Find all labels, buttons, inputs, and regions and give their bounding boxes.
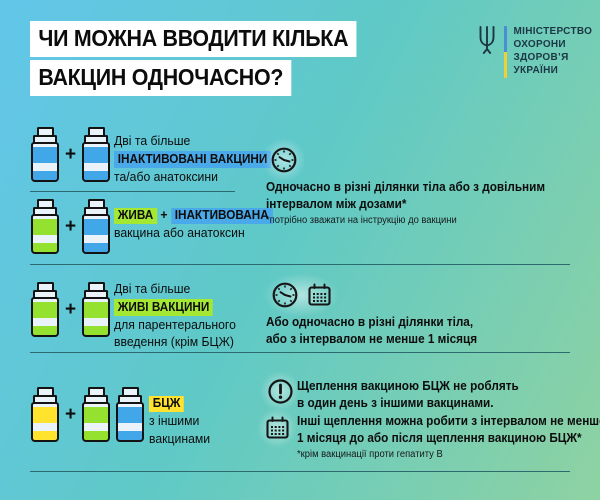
answer-line: Одночасно в різні ділянки тіла або з дов… — [266, 180, 546, 194]
answer-line: в один день з іншими вакцинами. — [297, 395, 494, 410]
vaccine-vial-green — [30, 282, 60, 337]
bcg-interval-answer: Інші щеплення можна робити з інтервалом … — [297, 413, 600, 446]
vaccine-vial-blue — [81, 127, 111, 182]
label-line: та/або анатоксини — [114, 168, 218, 184]
ministry-line: ОХОРОНИ — [513, 39, 566, 50]
clock-icon-halo — [261, 137, 307, 183]
warning-icon-halo — [259, 370, 301, 412]
inactivated-highlight: ІНАКТИВОВАНІ ВАКЦИНИ — [114, 151, 272, 168]
live-vials-group: + — [30, 282, 111, 337]
simultaneous-answer: Одночасно в різні ділянки тіла або з дов… — [266, 179, 545, 212]
vaccine-vial-green — [81, 387, 111, 442]
label-line: ЖИВІ ВАКЦИНИ — [114, 298, 236, 316]
answer-line: інтервалом між дозами* — [266, 196, 407, 211]
vaccine-vial-blue — [115, 387, 145, 442]
label-line: вакцинами — [149, 430, 211, 446]
plus-separator: + — [160, 207, 168, 222]
inactivated-highlight: ІНАКТИВОВАНА — [170, 207, 273, 224]
flag-divider — [504, 26, 507, 78]
vaccine-vial-blue — [81, 199, 111, 254]
vaccine-vial-blue — [30, 127, 60, 182]
label-line: Дві та більше — [114, 133, 191, 148]
clock-calendar-halo — [261, 272, 341, 318]
label-line: БЦЖ — [149, 394, 210, 412]
plus-sign: + — [65, 404, 77, 425]
vaccine-vial-green — [81, 282, 111, 337]
answer-line: 1 місяця до або після щеплення вакциною … — [297, 430, 582, 445]
exclamation-icon — [267, 378, 293, 404]
bcg-vials-group: + — [30, 387, 145, 442]
bcg-label: БЦЖ з іншими вакцинами — [149, 394, 210, 447]
answer-line: Щеплення вакциною БЦЖ не роблять — [297, 379, 519, 393]
label-line: ЖИВА + ІНАКТИВОВАНА — [114, 206, 273, 224]
label-line: ІНАКТИВОВАНІ ВАКЦИНИ — [114, 150, 272, 168]
left-column-divider — [30, 191, 235, 192]
live-inactivated-label: ЖИВА + ІНАКТИВОВАНА вакцина або анатокси… — [114, 206, 273, 242]
live-vaccines-answer: Або одночасно в різні ділянки тіла, або … — [266, 314, 477, 347]
live-inactivated-vials-group: + — [30, 199, 111, 254]
instruction-note: *потрібно зважати на інструкцію до вакци… — [266, 215, 457, 226]
live-vaccines-label: Дві та більше ЖИВІ ВАКЦИНИ для парентера… — [114, 280, 236, 351]
ministry-line: МІНІСТЕРСТВО — [513, 26, 593, 37]
plus-sign: + — [65, 216, 77, 237]
ministry-name: МІНІСТЕРСТВО ОХОРОНИ ЗДОРОВ’Я УКРАЇНИ — [514, 25, 593, 77]
clock-icon — [272, 282, 297, 308]
answer-line: Інші щеплення можна робити з інтервалом … — [297, 414, 600, 428]
live-vaccines-highlight: ЖИВІ ВАКЦИНИ — [114, 299, 214, 316]
live-highlight: ЖИВА — [114, 207, 157, 224]
label-line: Дві та більше — [114, 281, 191, 296]
bcg-highlight: БЦЖ — [149, 395, 185, 412]
vaccine-vial-green — [30, 199, 60, 254]
trident-icon — [479, 26, 495, 54]
ministry-line: УКРАЇНИ — [513, 65, 559, 76]
label-line: введення (крім БЦЖ) — [114, 334, 234, 349]
label-line: для парентерального — [114, 316, 236, 332]
label-line: вакцина або анатоксин — [114, 225, 245, 240]
inactivated-vaccines-label: Дві та більше ІНАКТИВОВАНІ ВАКЦИНИ та/аб… — [114, 132, 272, 185]
plus-sign: + — [65, 299, 77, 320]
bcg-same-day-answer: Щеплення вакциною БЦЖ не роблять в один … — [297, 378, 519, 411]
ministry-line: ЗДОРОВ’Я — [513, 52, 569, 63]
section-divider — [30, 264, 570, 265]
clock-icon — [271, 147, 297, 173]
calendar-icon — [307, 283, 331, 306]
section-divider — [30, 352, 570, 353]
inactivated-vials-group: + — [30, 127, 111, 182]
section-divider — [30, 471, 570, 472]
hepatitis-note: *крім вакцинації проти гепатиту В — [297, 449, 443, 460]
plus-sign: + — [65, 144, 77, 165]
page-title: ЧИ МОЖНА ВВОДИТИ КІЛЬКА ВАКЦИН ОДНОЧАСНО… — [30, 21, 381, 99]
calendar-icon — [265, 416, 289, 439]
title-line-1: ЧИ МОЖНА ВВОДИТИ КІЛЬКА — [30, 21, 357, 57]
answer-line: або з інтервалом не менше 1 місяця — [266, 331, 478, 346]
calendar-icon-halo — [256, 407, 298, 449]
ministry-logo: МІНІСТЕРСТВО ОХОРОНИ ЗДОРОВ’Я УКРАЇНИ — [477, 25, 592, 78]
title-line-2: ВАКЦИН ОДНОЧАСНО? — [30, 60, 292, 96]
answer-line: Або одночасно в різні ділянки тіла, — [266, 315, 474, 329]
label-line: з іншими — [149, 413, 200, 428]
vaccine-vial-yellow — [30, 387, 60, 442]
